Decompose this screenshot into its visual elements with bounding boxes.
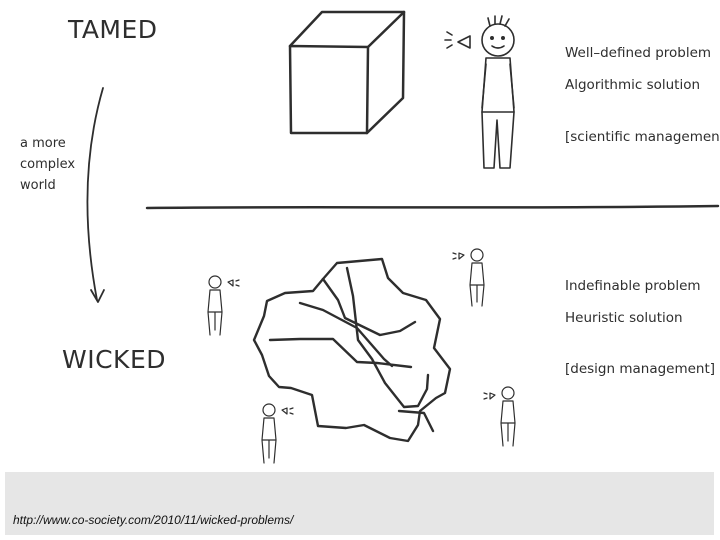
tamed-heading: TAMED [68,15,158,44]
cube-icon [288,10,406,135]
person-icon [500,386,516,447]
section-divider [145,204,720,210]
wicked-label-management: [design management] [565,361,716,377]
person-icon [469,248,485,307]
megaphone-icon [227,279,240,287]
wicked-label-problem: Indefinable problem [565,278,701,294]
wicked-heading: WICKED [62,345,166,374]
tangled-shape-icon [252,257,452,443]
footer-band: http://www.co-society.com/2010/11/wicked… [5,472,714,535]
transition-note: a more complex world [20,136,76,193]
arrow-down-icon [86,87,105,303]
tamed-label-solution: Algorithmic solution [565,77,701,93]
tamed-label-management: [scientific management] [565,129,720,145]
megaphone-icon [452,252,465,260]
megaphone-icon [483,392,496,400]
person-icon [207,275,223,336]
wicked-label-solution: Heuristic solution [565,310,683,326]
person-icon [261,403,277,464]
person-icon [481,15,515,169]
source-link[interactable]: http://www.co-society.com/2010/11/wicked… [13,513,294,527]
megaphone-icon [444,31,471,49]
tamed-label-problem: Well–defined problem [565,45,712,61]
megaphone-icon [281,407,294,415]
